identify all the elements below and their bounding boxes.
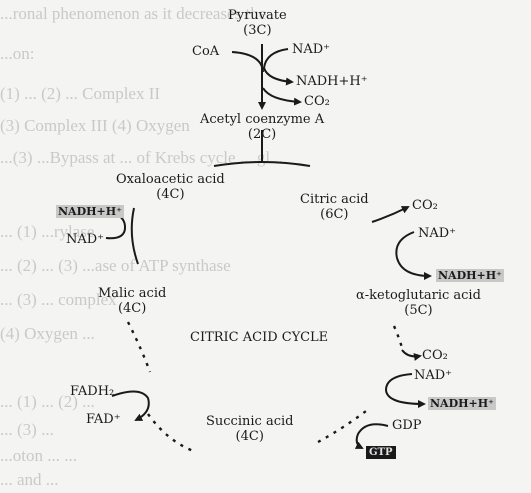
cycle-dotted-right <box>392 325 404 349</box>
bg-line: ... (2) ... (3) ...ase of ATP synthase <box>0 256 231 275</box>
nadh-oxalo-label: NADH+H⁺ <box>56 204 124 219</box>
cycle-title: CITRIC ACID CYCLE <box>190 330 329 345</box>
citric-name: Citric acid <box>300 192 369 207</box>
ketoglutaric-label: α-ketoglutaric acid (5C) <box>356 288 481 318</box>
co2-top-label: CO₂ <box>304 94 330 109</box>
co2-citric-label: CO₂ <box>412 198 438 213</box>
bg-line: ...oton ... ... <box>0 446 77 465</box>
succinic-name: Succinic acid <box>206 414 294 429</box>
ketoglutaric-carbons: (5C) <box>404 303 433 318</box>
acetyl-coa-name: Acetyl coenzyme A <box>200 112 325 127</box>
succinic-carbons: (4C) <box>235 429 264 444</box>
citric-nad-curve <box>395 231 432 280</box>
fadh2-label: FADH₂ <box>70 384 115 399</box>
fad-label: FAD⁺ <box>86 412 121 427</box>
gdp-label: GDP <box>392 418 422 433</box>
bg-line: ... (1) ...rylase <box>0 222 95 241</box>
ketoglutaric-name: α-ketoglutaric acid <box>356 288 481 303</box>
bg-line: ... (3) ... complex <box>0 290 117 309</box>
nad-top-label: NAD⁺ <box>292 42 331 57</box>
co2-keto-label: CO₂ <box>422 348 448 363</box>
nadh-keto-label: NADH+H⁺ <box>428 396 496 411</box>
keto-nad-curve <box>384 373 426 408</box>
nad-keto-label: NAD⁺ <box>414 368 453 383</box>
oxaloacetic-label: Oxaloacetic acid (4C) <box>116 172 225 202</box>
co2-release-top <box>262 87 302 106</box>
citric-carbons: (6C) <box>320 207 349 222</box>
bg-line: ... (1) ... (2) ... <box>0 392 95 411</box>
keto-co2-arrow <box>401 349 422 361</box>
bg-line: ... (3) ... <box>0 420 54 439</box>
gdp-gtp-curve <box>354 423 389 449</box>
acetyl-coa-carbons: (2C) <box>247 127 277 142</box>
malic-name: Malic acid <box>98 286 167 301</box>
nadh-citric-label: NADH+H⁺ <box>436 268 504 283</box>
coa-label: CoA <box>192 44 220 59</box>
pyruvate-carbons: (3C) <box>243 23 272 38</box>
citric-label: Citric acid (6C) <box>300 192 369 222</box>
bg-line: ...ronal phenomenon as it decreases the <box>0 4 267 23</box>
coa-input-curve <box>231 51 264 73</box>
oxaloacetic-carbons: (4C) <box>156 187 185 202</box>
nadh-oxalo-highlight: NADH+H⁺ <box>56 205 124 218</box>
oxaloacetic-name: Oxaloacetic acid <box>116 172 225 187</box>
pyruvate-label: Pyruvate (3C) <box>228 8 287 38</box>
cycle-dotted-bottom-left <box>147 413 197 454</box>
malic-oxalo-connector <box>130 207 139 265</box>
nad-citric-label: NAD⁺ <box>418 226 457 241</box>
nadh-top-label: NADH+H⁺ <box>296 74 368 89</box>
cycle-dotted-left <box>126 321 152 373</box>
cycle-top-arc <box>213 161 311 167</box>
nad-oxalo-label: NAD⁺ <box>66 232 105 247</box>
bg-line: (1) ... (2) ... Complex II <box>0 84 161 103</box>
bg-line: ... and ... <box>0 470 59 489</box>
bg-line: ...(3) ...Bypass at ... of Krebs cycle .… <box>0 148 283 167</box>
gtp-highlight: GTP <box>366 446 396 459</box>
gtp-label: GTP <box>366 444 396 460</box>
citric-co2-arrow <box>371 206 410 223</box>
nadh-citric-highlight: NADH+H⁺ <box>436 269 504 282</box>
cycle-dotted-bottom-right <box>317 407 371 444</box>
bg-line: ...on: <box>0 44 35 63</box>
succinic-label: Succinic acid (4C) <box>206 414 293 444</box>
acetyl-coa-label: Acetyl coenzyme A (2C) <box>200 112 324 142</box>
malic-label: Malic acid (4C) <box>98 286 166 316</box>
nadh-keto-highlight: NADH+H⁺ <box>428 397 496 410</box>
malic-carbons: (4C) <box>117 301 147 316</box>
bg-line: (3) Complex III (4) Oxygen <box>0 116 190 135</box>
fad-curve <box>111 390 150 421</box>
bg-line: (4) Oxygen ... <box>0 324 95 343</box>
nad-to-nadh-curve <box>262 48 294 86</box>
pyruvate-name: Pyruvate <box>228 8 287 23</box>
